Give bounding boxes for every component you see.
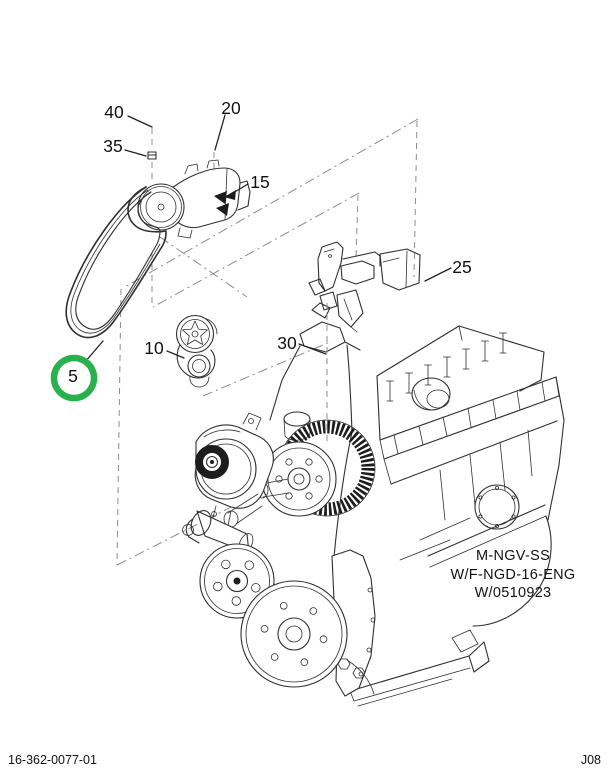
page-code: J08 — [580, 753, 601, 767]
callout-25: 25 — [452, 257, 471, 277]
intake-runner-ticks — [393, 381, 546, 455]
figure-number: 16-362-0077-01 — [8, 753, 97, 767]
note-line-2: W/F-NGD-16-ENG — [450, 567, 575, 583]
callout-10: 10 — [144, 338, 164, 358]
leader-lines — [84, 114, 452, 363]
valve-cover-studs — [386, 332, 507, 402]
timing-cover — [331, 549, 376, 697]
belt-tensioner-part — [175, 314, 218, 388]
callout-15: 15 — [250, 172, 269, 192]
cover-bolts — [478, 485, 516, 529]
engine-spec-note: M-NGV-SS W/F-NGD-16-ENG W/0510923 — [450, 548, 575, 601]
note-line-3: W/0510923 — [475, 585, 552, 601]
engine-assembly — [182, 302, 565, 707]
drive-belt-part — [65, 186, 167, 339]
nut-part — [147, 151, 157, 160]
callout-35: 35 — [103, 136, 122, 156]
callout-5: 5 — [68, 366, 78, 386]
construction-lines — [116, 118, 419, 566]
highlight-circle-5 — [50, 354, 98, 402]
callout-labels: 40 35 20 15 25 30 10 5 — [68, 98, 472, 386]
note-line-1: M-NGV-SS — [476, 548, 550, 564]
callout-20: 20 — [221, 98, 241, 118]
callout-40: 40 — [104, 102, 124, 122]
arrowhead-15 — [224, 190, 236, 200]
mounting-bracket-part — [308, 241, 421, 333]
callout-30: 30 — [277, 333, 297, 353]
alternator — [194, 412, 274, 527]
starter — [182, 493, 263, 554]
compressor-part — [137, 151, 251, 239]
crank-damper — [240, 580, 348, 688]
